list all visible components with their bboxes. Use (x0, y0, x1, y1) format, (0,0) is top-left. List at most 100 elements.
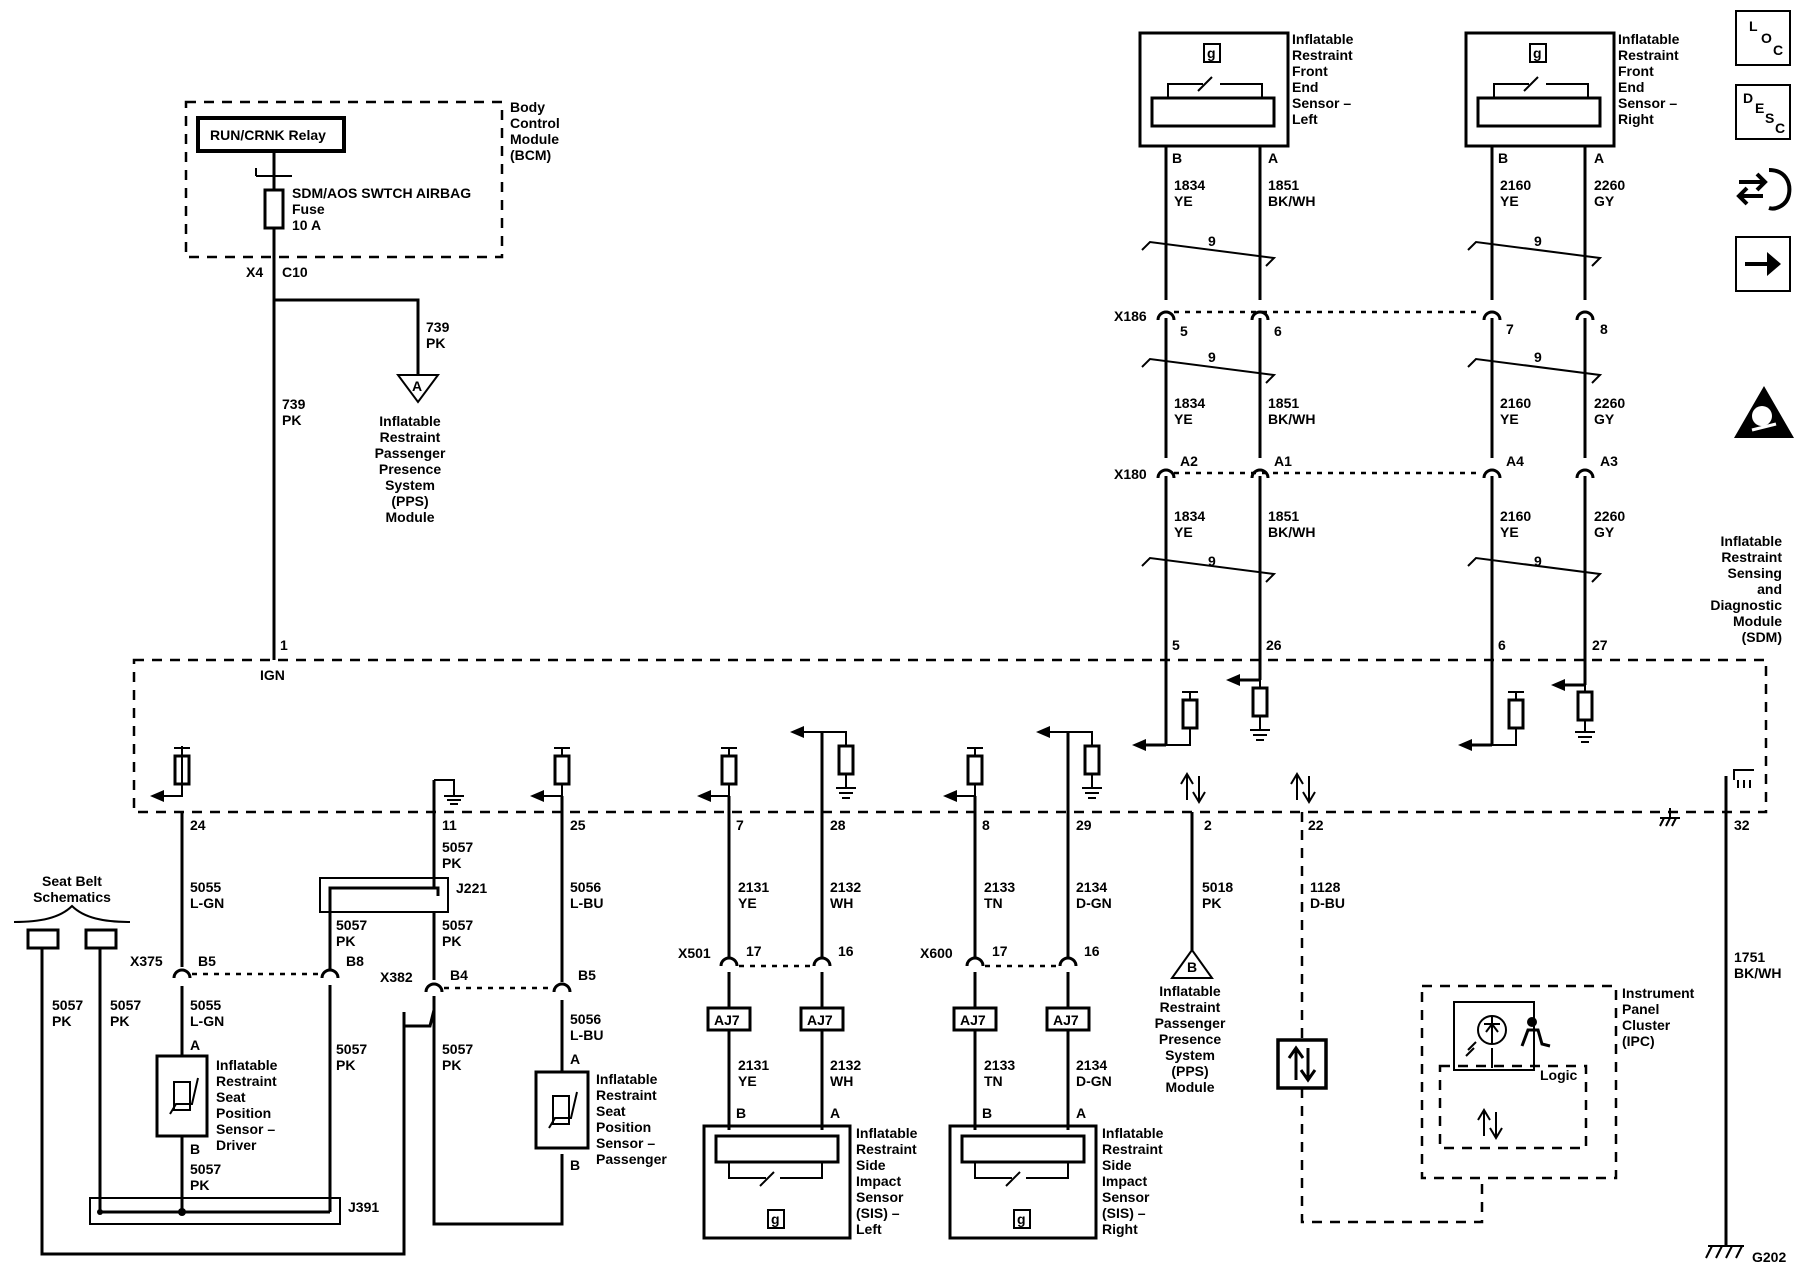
pin-label: 6 (1274, 323, 1282, 339)
x382-label: X382 (380, 969, 413, 985)
desc-letter: E (1755, 100, 1765, 116)
conn-x4-label: X4 (246, 264, 263, 280)
x600-label: X600 (920, 945, 953, 961)
wire-color: YE (738, 1073, 757, 1089)
wire-num: 5057 (336, 917, 367, 933)
desc-icon[interactable]: D E S C (1735, 84, 1791, 140)
pin-a: A (1076, 1105, 1086, 1121)
front-left-name-5: Sensor – (1292, 95, 1351, 111)
pin-label: 16 (838, 943, 854, 959)
seat-belt-line2: Schematics (33, 889, 111, 905)
wire-color: GY (1594, 193, 1615, 209)
pps-bottom-name-2: Restraint (1160, 999, 1221, 1015)
bcm-module: RUN/CRNK Relay SDM/AOS SWTCH AIRBAG Fuse… (184, 99, 560, 280)
bcm-name-2: Control (510, 115, 560, 131)
wire-color: YE (1500, 411, 1519, 427)
connector-info-icon[interactable] (1735, 160, 1793, 218)
loc-icon[interactable]: L O C (1735, 10, 1791, 66)
fuse-symbol (263, 188, 285, 230)
desc-letter: S (1765, 110, 1775, 126)
pin-b: B (190, 1141, 200, 1157)
wire-color: TN (984, 1073, 1003, 1089)
pin-label: 7 (1506, 321, 1514, 337)
desc-letter: C (1775, 120, 1786, 136)
sis-left-name-4: Impact (856, 1173, 901, 1189)
pin-label: 22 (1308, 817, 1324, 833)
sis-right: 2133 TN 2134 D-GN X600 17 16 AJ7 AJ7 213… (920, 732, 1164, 1240)
relay-label: RUN/CRNK Relay (210, 127, 326, 143)
desc-letter: D (1743, 90, 1754, 106)
wire-num: 1751 (1734, 949, 1765, 965)
j391-label: J391 (348, 1199, 379, 1215)
wire-color: L-BU (570, 895, 603, 911)
sdm-name-4: and (1757, 581, 1782, 597)
wire-num: 5056 (570, 879, 601, 895)
driver-seat-name-1: Inflatable (216, 1057, 278, 1073)
front-right-pin-a: A (1594, 150, 1604, 166)
ipc-name-1: Instrument (1622, 985, 1695, 1001)
sis-left-name-6: (SIS) – (856, 1205, 900, 1221)
pin-a: A (830, 1105, 840, 1121)
pin-label: 24 (190, 817, 206, 833)
sis-left: 2131 YE 2132 WH X501 17 16 AJ7 AJ7 2131 … (678, 732, 918, 1240)
pps-module-bottom: 5018 PK B Inflatable Restraint Passenger… (1155, 812, 1233, 1095)
pin-label: A3 (1600, 453, 1618, 469)
wire-num: 1834 (1174, 177, 1205, 193)
sdm-name-2: Restraint (1721, 549, 1782, 565)
ign-pin: 1 (280, 637, 288, 653)
ipc-module: Logic Instrument Panel Cluster (IPC) (1420, 984, 1695, 1180)
wire-num: 5057 (336, 1041, 367, 1057)
wire-color: D-GN (1076, 895, 1112, 911)
sis-left-name-5: Sensor (856, 1189, 904, 1205)
sis-left-name-7: Left (856, 1221, 882, 1237)
ground-wire-1751: 1751 BK/WH G202 (1705, 769, 1786, 1265)
wire-color: TN (984, 895, 1003, 911)
pin-label: 2 (1204, 817, 1212, 833)
front-left-name-4: End (1292, 79, 1318, 95)
driver-seat-sensor-symbol (155, 1054, 209, 1138)
ipc-name-4: (IPC) (1622, 1033, 1655, 1049)
wire-color: BK/WH (1734, 965, 1781, 981)
pps-bottom-name-3: Passenger (1155, 1015, 1226, 1031)
sdm-module: Inflatable Restraint Sensing and Diagnos… (132, 533, 1783, 814)
g-label: g (771, 1211, 780, 1227)
wire-color: YE (738, 895, 757, 911)
sdm-name-6: Module (1733, 613, 1782, 629)
wire-num: 1128 (1310, 879, 1341, 895)
wire-num: 2260 (1594, 395, 1625, 411)
wire-color: WH (830, 1073, 853, 1089)
pps-top-name-2: Restraint (380, 429, 441, 445)
sdm-pin: 6 (1498, 637, 1506, 653)
j221-label: J221 (456, 880, 487, 896)
ground-label: G202 (1752, 1249, 1786, 1265)
pin-label: 8 (1600, 321, 1608, 337)
pin-label: 25 (570, 817, 586, 833)
pps-module-top: 739 PK A Inflatable Restraint Passenger … (375, 319, 450, 525)
wire-num: 2134 (1076, 1057, 1107, 1073)
pin-label: 32 (1734, 817, 1750, 833)
pps-bottom-name-7: Module (1166, 1079, 1215, 1095)
front-left-name-1: Inflatable (1292, 31, 1354, 47)
sdm-name-7: (SDM) (1742, 629, 1782, 645)
next-page-icon[interactable] (1735, 236, 1791, 292)
sdm-name-1: Inflatable (1721, 533, 1783, 549)
pass-seat-name-4: Position (596, 1119, 651, 1135)
wire-num: 2133 (984, 1057, 1015, 1073)
pass-seat-name-6: Passenger (596, 1151, 667, 1167)
front-right-name-2: Restraint (1618, 47, 1679, 63)
wire-num: 5055 (190, 997, 221, 1013)
wire-num: 5018 (1202, 879, 1233, 895)
fuse-name: SDM/AOS SWTCH AIRBAG (292, 185, 471, 201)
front-right-name-6: Right (1618, 111, 1654, 127)
ipc-name-3: Cluster (1622, 1017, 1671, 1033)
passenger-seat-sensor-symbol (534, 1070, 590, 1150)
ign-wire: 739 PK 1 IGN (260, 228, 420, 683)
twist-count: 9 (1208, 349, 1216, 365)
pin-label: A1 (1274, 453, 1292, 469)
sis-right-name-3: Side (1102, 1157, 1132, 1173)
wire-color: PK (52, 1013, 71, 1029)
sis-right-name-1: Inflatable (1102, 1125, 1164, 1141)
sis-right-name-2: Restraint (1102, 1141, 1163, 1157)
ipc-logic-label: Logic (1540, 1067, 1578, 1083)
